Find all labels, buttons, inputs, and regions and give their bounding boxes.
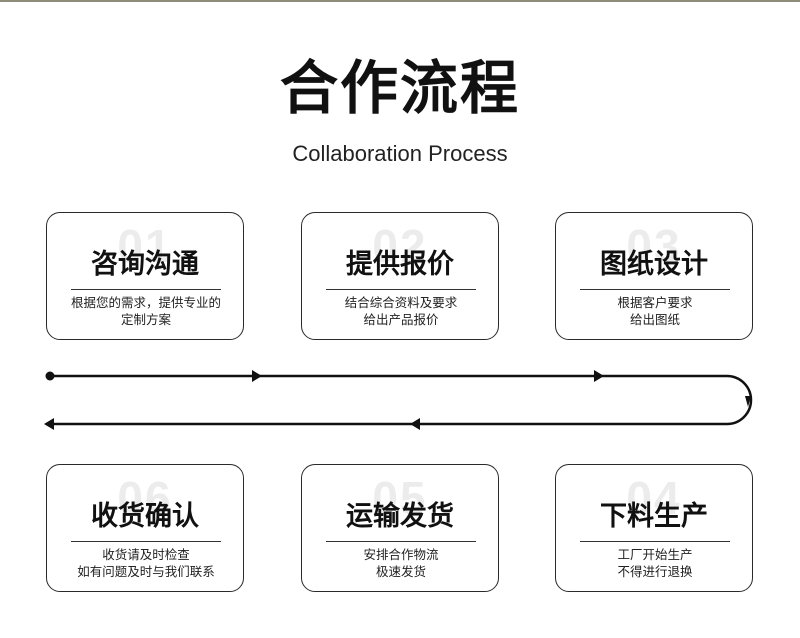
step-desc-line: 结合综合资料及要求 (344, 295, 458, 310)
step-divider (580, 541, 730, 542)
flow-arrow-left-icon (410, 418, 420, 430)
step-card-04: 04 下料生产 工厂开始生产 不得进行退换 (555, 464, 753, 592)
flow-path (46, 374, 753, 426)
step-card-06: 06 收货确认 收货请及时检查 如有问题及时与我们联系 (46, 464, 244, 592)
step-number: 01 (117, 220, 173, 272)
top-rule (0, 0, 800, 2)
step-title: 图纸设计 (600, 249, 708, 280)
step-divider (580, 289, 730, 290)
step-description: 收货请及时检查 如有问题及时与我们联系 (53, 546, 239, 580)
step-divider (326, 289, 476, 290)
step-title: 下料生产 (600, 501, 708, 532)
flow-arrow-left-icon (44, 418, 54, 430)
page-subtitle: Collaboration Process (292, 141, 508, 166)
step-description: 安排合作物流 极速发货 (308, 546, 494, 580)
step-description: 根据您的需求，提供专业的 定制方案 (53, 294, 239, 328)
step-divider (71, 541, 221, 542)
step-desc-line: 定制方案 (120, 312, 171, 327)
step-desc-line: 给出产品报价 (363, 312, 439, 327)
step-card-02: 02 提供报价 结合综合资料及要求 给出产品报价 (301, 212, 499, 340)
step-title: 提供报价 (346, 249, 454, 280)
step-card-03: 03 图纸设计 根据客户要求 给出图纸 (555, 212, 753, 340)
flow-arrow-right-icon (594, 370, 604, 382)
flow-arrow-down-icon (745, 396, 751, 407)
step-description: 根据客户要求 给出图纸 (562, 294, 748, 328)
step-description: 工厂开始生产 不得进行退换 (562, 546, 748, 580)
step-number: 03 (626, 220, 682, 272)
step-number: 06 (117, 472, 173, 524)
step-card-05: 05 运输发货 安排合作物流 极速发货 (301, 464, 499, 592)
step-desc-line: 不得进行退换 (617, 564, 693, 579)
step-description: 结合综合资料及要求 给出产品报价 (308, 294, 494, 328)
flow-arrow-right-icon (252, 370, 262, 382)
step-number: 02 (372, 220, 428, 272)
step-desc-line: 根据您的需求，提供专业的 (70, 295, 221, 310)
step-desc-line: 收货请及时检查 (102, 547, 190, 562)
step-number: 05 (372, 472, 428, 524)
page-title: 合作流程 (279, 54, 520, 122)
step-desc-line: 如有问题及时与我们联系 (77, 564, 215, 579)
step-desc-line: 根据客户要求 (617, 295, 693, 310)
step-number: 04 (626, 472, 682, 524)
step-divider (326, 541, 476, 542)
step-title: 收货确认 (91, 501, 199, 532)
step-card-01: 01 咨询沟通 根据您的需求，提供专业的 定制方案 (46, 212, 244, 340)
step-desc-line: 极速发货 (375, 564, 426, 579)
step-title: 运输发货 (346, 501, 454, 532)
step-desc-line: 工厂开始生产 (617, 547, 693, 562)
step-desc-line: 给出图纸 (629, 312, 680, 327)
step-desc-line: 安排合作物流 (363, 547, 439, 562)
step-divider (71, 289, 221, 290)
step-title: 咨询沟通 (91, 249, 199, 280)
